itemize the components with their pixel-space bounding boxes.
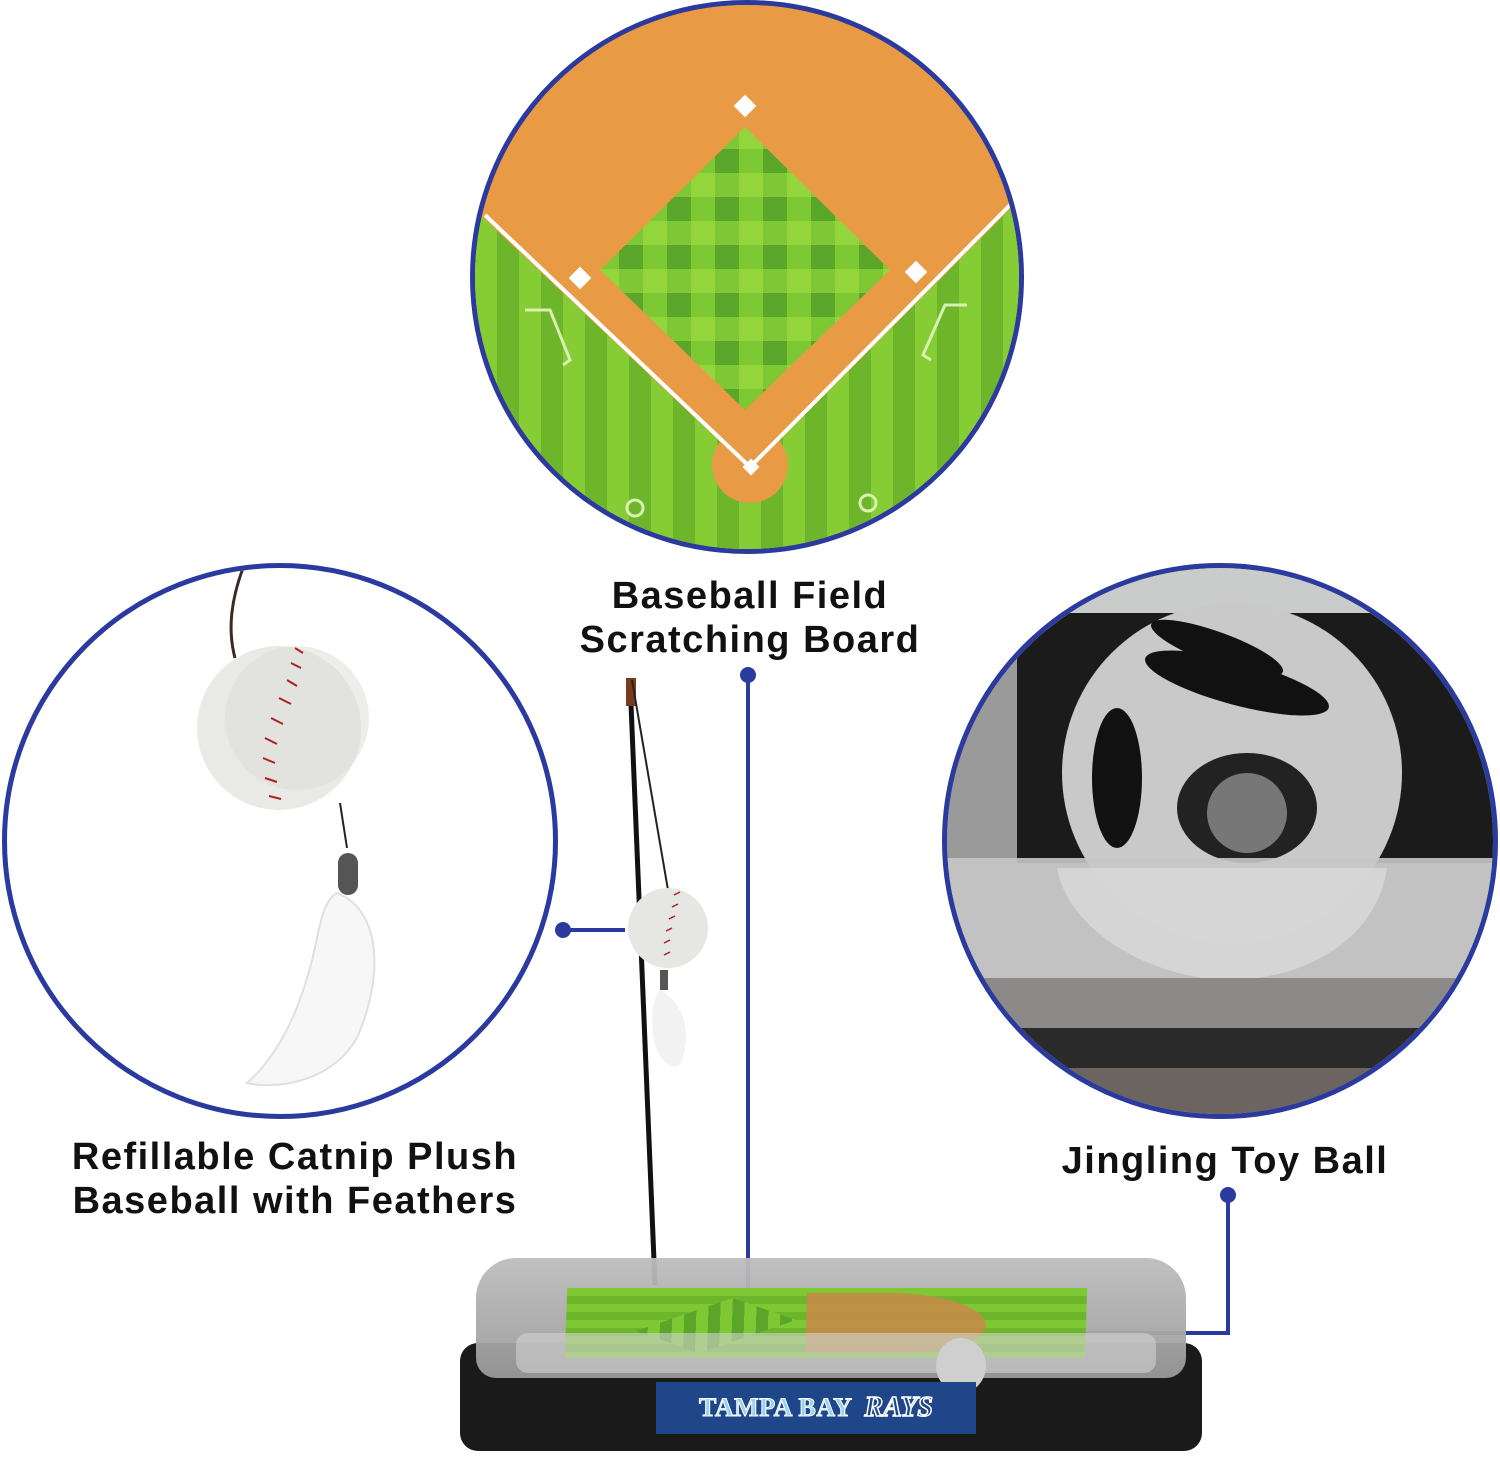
field-callout-label: Baseball Field Scratching Board — [540, 575, 960, 662]
track-rim — [516, 1333, 1156, 1373]
teaser-wand-icon — [626, 678, 708, 1286]
banner-team-city: TAMPA BAY — [698, 1393, 853, 1423]
plush-callout-line1: Refillable Catnip Plush — [71, 1136, 519, 1178]
plush-callout-line2: Baseball with Feathers — [72, 1179, 518, 1222]
team-banner: TAMPA BAY RAYS — [656, 1382, 976, 1434]
field-callout-line1: Baseball Field — [611, 575, 889, 617]
plush-baseball-icon — [197, 568, 376, 1087]
plush-callout-line — [563, 928, 625, 932]
plush-baseball-closeup — [2, 563, 558, 1119]
plush-callout-label: Refillable Catnip Plush Baseball with Fe… — [30, 1136, 560, 1223]
baseball-field-icon — [475, 5, 1019, 549]
jingle-callout-label: Jingling Toy Ball — [1061, 1140, 1389, 1182]
field-callout-line — [746, 675, 750, 1290]
baseball-field-closeup — [470, 0, 1024, 554]
jingling-ball-icon — [947, 568, 1493, 1114]
banner-team-logo: RAYS — [864, 1391, 934, 1424]
jingle-callout-vline — [1226, 1195, 1230, 1335]
field-callout-line2: Scratching Board — [579, 618, 921, 661]
jingling-ball-closeup — [942, 563, 1498, 1119]
